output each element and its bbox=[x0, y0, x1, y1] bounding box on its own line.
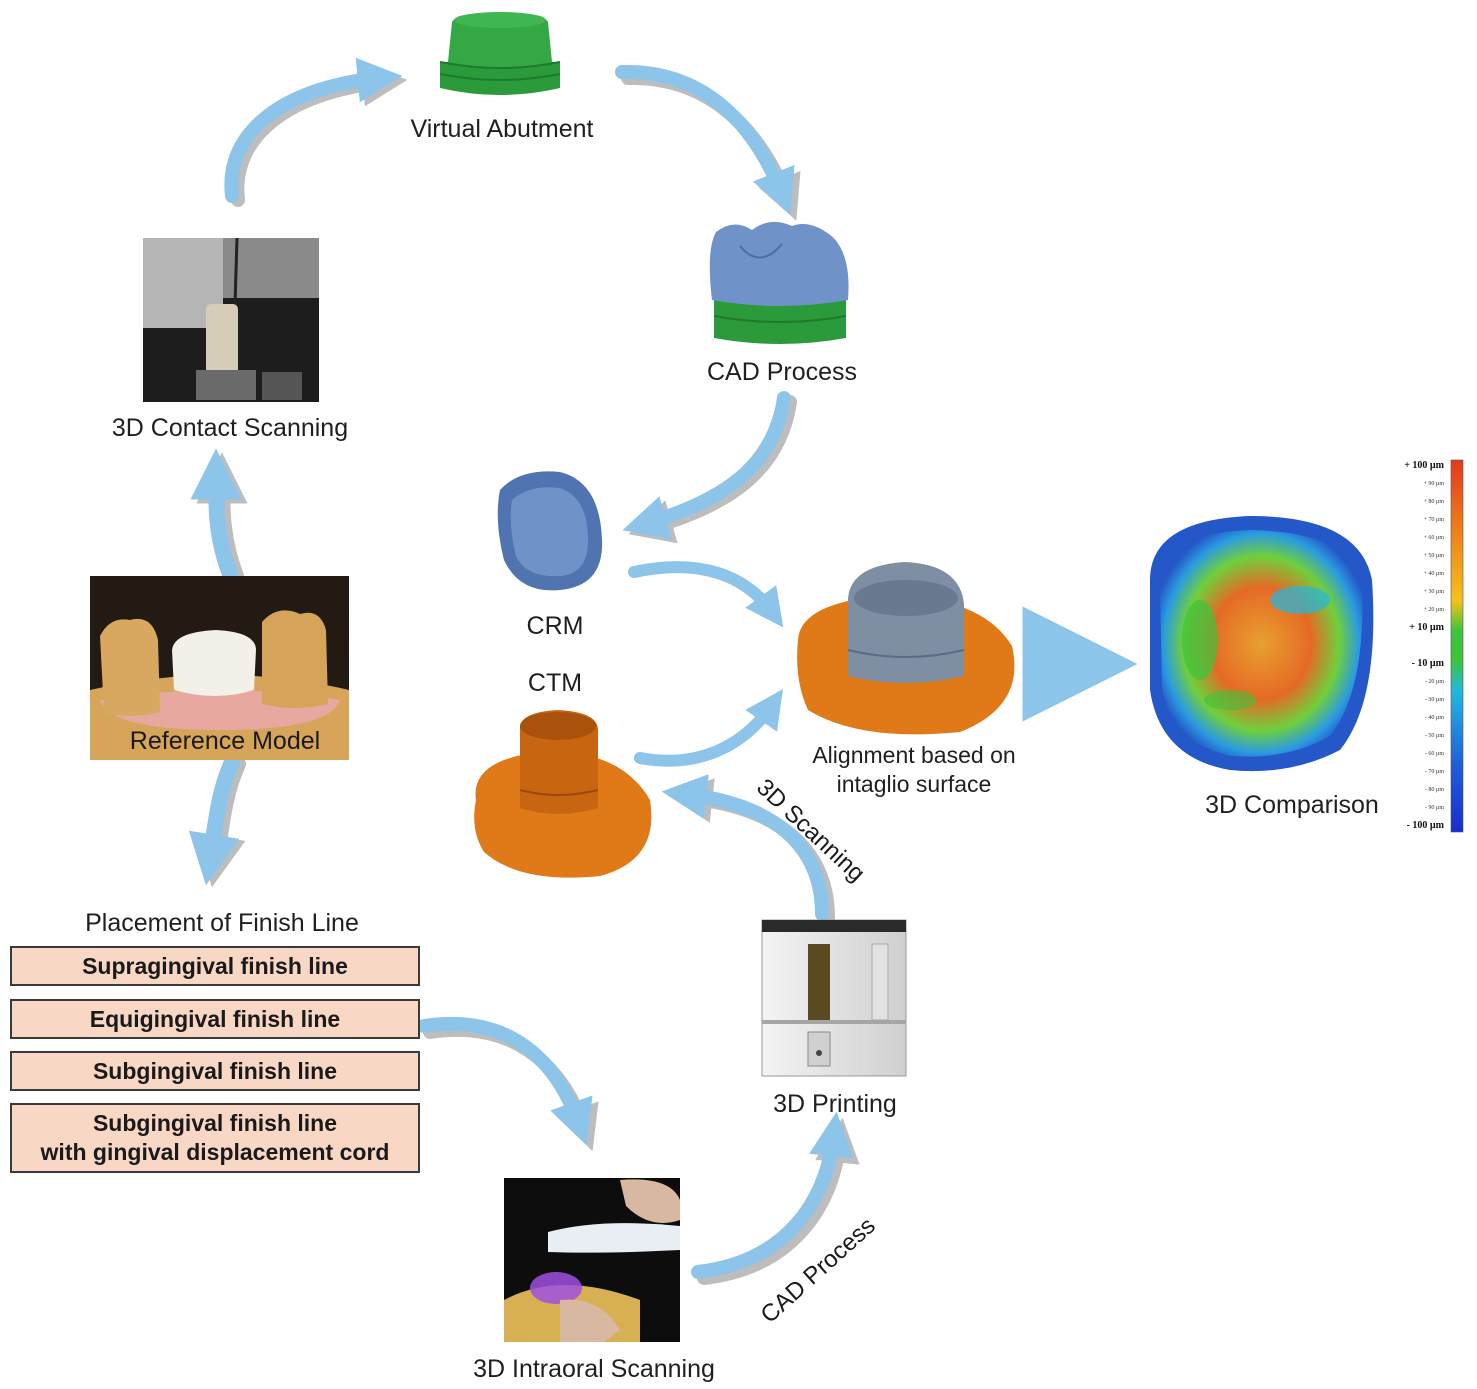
crm-model bbox=[497, 471, 603, 591]
label-intraoral-scanning: 3D Intraoral Scanning bbox=[473, 1355, 715, 1383]
finish-line-option: Subgingival finish line with gingival di… bbox=[10, 1103, 420, 1173]
label-crm: CRM bbox=[526, 612, 584, 640]
scale-label: - 30 µm bbox=[1424, 697, 1444, 703]
label-cad-process: CAD Process bbox=[706, 358, 858, 386]
label-reference-model: Reference Model bbox=[129, 727, 321, 755]
color-scale-bar bbox=[1450, 459, 1464, 833]
label-alignment-line2: intaglio surface bbox=[836, 771, 992, 797]
finish-line-option: Subgingival finish line bbox=[10, 1051, 420, 1091]
arrow-cad-to-crm bbox=[622, 391, 791, 540]
scale-label: + 10 µm bbox=[1409, 622, 1444, 633]
label-virtual-abutment: Virtual Abutment bbox=[410, 115, 594, 143]
arrow-crm-to-alignment bbox=[628, 561, 784, 628]
scale-label: - 50 µm bbox=[1424, 733, 1444, 739]
arrow-abutment-to-cad bbox=[615, 64, 795, 215]
label-finish-line-title: Placement of Finish Line bbox=[85, 909, 359, 937]
ctm-model bbox=[474, 710, 652, 878]
scale-label: - 20 µm bbox=[1424, 679, 1444, 685]
arrow-contact-to-abutment bbox=[224, 57, 403, 203]
scale-label: + 90 µm bbox=[1423, 481, 1444, 487]
virtual-abutment-model bbox=[439, 12, 561, 95]
arrow-intraoral-to-printing bbox=[691, 1111, 854, 1279]
comparison-heatmap bbox=[1150, 516, 1374, 772]
printer-image bbox=[761, 919, 907, 1077]
arrow-finish-to-intraoral bbox=[417, 1016, 593, 1146]
reference-model-photo bbox=[90, 576, 349, 760]
finish-line-option-line2: with gingival displacement cord bbox=[40, 1139, 390, 1165]
intraoral-scanning-photo bbox=[504, 1178, 680, 1342]
label-comparison: 3D Comparison bbox=[1205, 791, 1379, 819]
finish-line-option: Supragingival finish line bbox=[10, 946, 420, 986]
arrow-intraoral-to-printing-shadow bbox=[697, 1117, 860, 1285]
arrow-reference-to-finish bbox=[188, 754, 240, 886]
label-printing: 3D Printing bbox=[773, 1090, 897, 1118]
cad-crown-model bbox=[709, 221, 849, 344]
scale-label: + 20 µm bbox=[1423, 607, 1444, 613]
scale-label: - 90 µm bbox=[1424, 805, 1444, 811]
finish-line-option-line1: Subgingival finish line bbox=[92, 1110, 338, 1137]
scale-label: - 100 µm bbox=[1406, 820, 1444, 831]
label-alignment-line1: Alignment based on bbox=[812, 742, 1016, 768]
alignment-model bbox=[797, 562, 1015, 735]
flow-arrows bbox=[188, 57, 1138, 1285]
scale-label: + 30 µm bbox=[1423, 589, 1444, 595]
scale-label: - 40 µm bbox=[1424, 715, 1444, 721]
arrow-printing-to-ctm bbox=[661, 774, 829, 921]
finish-line-option: Equigingival finish line bbox=[10, 999, 420, 1039]
arrow-reference-to-contact bbox=[190, 448, 242, 582]
contact-scanning-photo bbox=[143, 237, 319, 402]
scale-label: + 60 µm bbox=[1423, 535, 1444, 541]
scale-label: + 70 µm bbox=[1423, 517, 1444, 523]
label-ctm: CTM bbox=[527, 669, 583, 697]
arrow-ctm-to-alignment bbox=[634, 689, 783, 767]
scale-label: + 50 µm bbox=[1423, 553, 1444, 559]
scale-label: - 10 µm bbox=[1411, 658, 1444, 669]
scale-label: - 80 µm bbox=[1424, 787, 1444, 793]
scale-label: + 40 µm bbox=[1423, 571, 1444, 577]
scale-label: + 100 µm bbox=[1404, 460, 1444, 471]
scale-label: - 60 µm bbox=[1424, 751, 1444, 757]
label-contact-scanning: 3D Contact Scanning bbox=[111, 414, 349, 442]
scale-label: - 70 µm bbox=[1424, 769, 1444, 775]
scale-label: + 80 µm bbox=[1423, 499, 1444, 505]
